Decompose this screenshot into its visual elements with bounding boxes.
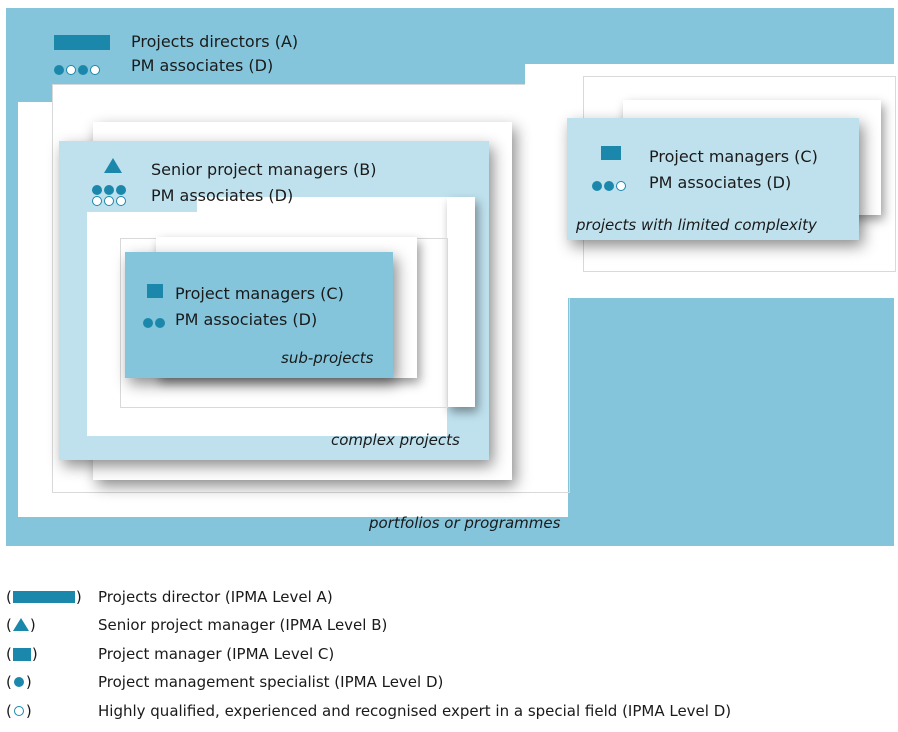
legend-text-level-d-expert: Highly qualified, experienced and recogn…: [98, 702, 732, 720]
complex-role-d-label: PM associates (D): [151, 186, 294, 205]
bar-icon: [12, 591, 75, 603]
legend-text-level-d-specialist: Project management specialist (IPMA Leve…: [98, 673, 444, 691]
open-circle-icon: [13, 706, 24, 716]
limited-role-d-label: PM associates (D): [649, 173, 792, 192]
filled-circle-icon: [13, 677, 24, 687]
limited-associates-dots-icon: [592, 175, 626, 194]
limited-role-c-label: Project managers (C): [649, 147, 818, 166]
complex-associates-dots-icon: [92, 185, 126, 206]
subprojects-caption: sub-projects: [281, 349, 374, 367]
limited-card: [567, 118, 859, 240]
project-manager-square-icon: [147, 284, 163, 298]
square-icon: [12, 648, 31, 661]
legend-text-level-b: Senior project manager (IPMA Level B): [98, 616, 388, 634]
senior-pm-triangle-icon: [104, 158, 122, 173]
complex-projects-inner-tab: [197, 197, 447, 217]
legend-text-level-c: Project manager (IPMA Level C): [98, 645, 335, 663]
complex-role-b-label: Senior project managers (B): [151, 160, 377, 179]
limited-projects-caption: projects with limited complexity: [576, 216, 817, 234]
portfolio-frame-top: [52, 84, 525, 104]
limited-project-manager-square-icon: [601, 146, 621, 160]
legend-text-level-a: Projects director (IPMA Level A): [98, 588, 333, 606]
portfolio-caption: portfolios or programmes: [369, 514, 561, 532]
complex-projects-step: [447, 197, 475, 407]
portfolio-role-a-label: Projects directors (A): [131, 32, 299, 51]
portfolio-associates-dots-icon: [54, 59, 100, 78]
subproject-role-d-label: PM associates (D): [175, 310, 318, 329]
projects-director-bar-icon: [54, 35, 110, 50]
subprojects-card: [125, 252, 393, 378]
triangle-icon: [12, 618, 29, 631]
subproject-associates-dots-icon: [143, 312, 165, 331]
portfolio-role-d-label: PM associates (D): [131, 56, 274, 75]
complex-projects-caption: complex projects: [331, 431, 460, 449]
subproject-role-c-label: Project managers (C): [175, 284, 344, 303]
